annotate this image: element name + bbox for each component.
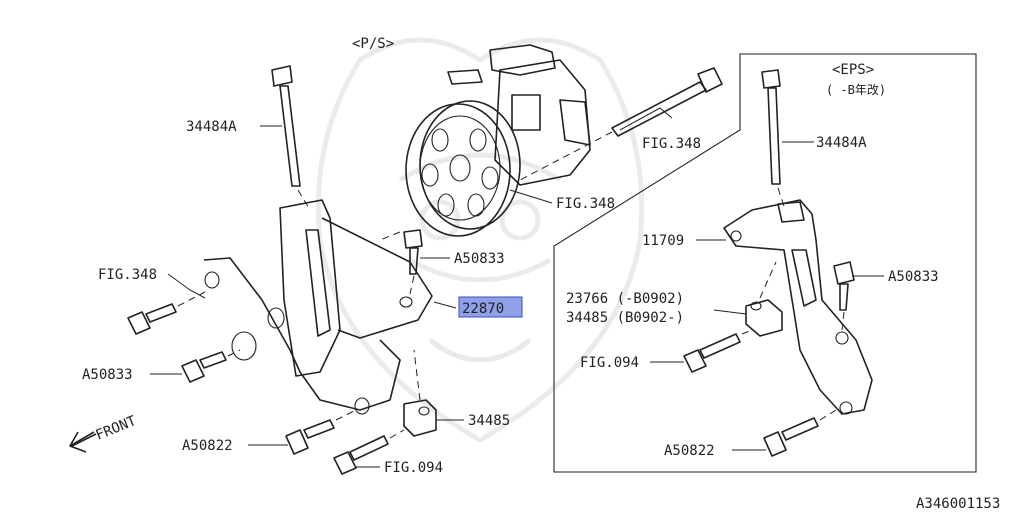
spacer-23766-34485 — [745, 261, 783, 337]
bolt-a50833-right — [833, 261, 855, 331]
label-23766[interactable]: 23766 (-B0902) — [566, 291, 684, 307]
label-a50833-right[interactable]: A50833 — [888, 269, 939, 285]
bracket-22870 — [203, 199, 433, 415]
eps-frame — [553, 53, 977, 473]
diagram-id: A346001153 — [916, 496, 1000, 512]
label-fig348-left[interactable]: FIG.348 — [98, 267, 157, 283]
label-fig094-left[interactable]: FIG.094 — [384, 460, 443, 476]
bolt-34484a-left — [271, 65, 311, 211]
label-22870[interactable]: 22870 — [462, 301, 504, 317]
bolt-fig094-right — [683, 329, 753, 373]
leader-lines — [150, 107, 884, 468]
eps-subheader: ( -B年改) — [826, 83, 886, 97]
eps-header: <EPS> — [832, 62, 874, 78]
label-front: FRONT — [94, 413, 140, 444]
label-a50822-right[interactable]: A50822 — [664, 443, 715, 459]
pump-pulley — [405, 100, 521, 237]
label-fig094-right[interactable]: FIG.094 — [580, 355, 639, 371]
bracket-11709 — [723, 199, 873, 415]
label-fig348-top[interactable]: FIG.348 — [642, 136, 701, 152]
spacer-34485 — [403, 349, 437, 437]
label-34485-eps[interactable]: 34485 (B0902-) — [566, 310, 684, 326]
bolt-fig348-left — [127, 291, 206, 335]
power-steering-pump — [447, 44, 591, 186]
label-fig348-pulley[interactable]: FIG.348 — [556, 196, 615, 212]
label-34484a-right[interactable]: 34484A — [816, 135, 867, 151]
bolt-a50822-left — [285, 409, 357, 455]
label-34485[interactable]: 34485 — [468, 413, 510, 429]
label-11709[interactable]: 11709 — [642, 233, 684, 249]
bolt-34484a-right — [761, 69, 785, 207]
label-a50833-center[interactable]: A50833 — [454, 251, 505, 267]
long-bolt-top — [519, 67, 723, 181]
bolt-a50833-center — [379, 229, 423, 295]
bolt-a50822-right — [763, 409, 837, 457]
part-22870-highlight[interactable] — [458, 296, 523, 318]
bolt-a50833-left — [181, 349, 241, 383]
label-a50833-left[interactable]: A50833 — [82, 367, 133, 383]
label-a50822-left[interactable]: A50822 — [182, 438, 233, 454]
ps-header: <P/S> — [352, 36, 394, 52]
front-arrow — [69, 431, 97, 453]
label-34484a-left[interactable]: 34484A — [186, 119, 237, 135]
bolt-fig094-left — [333, 429, 405, 475]
